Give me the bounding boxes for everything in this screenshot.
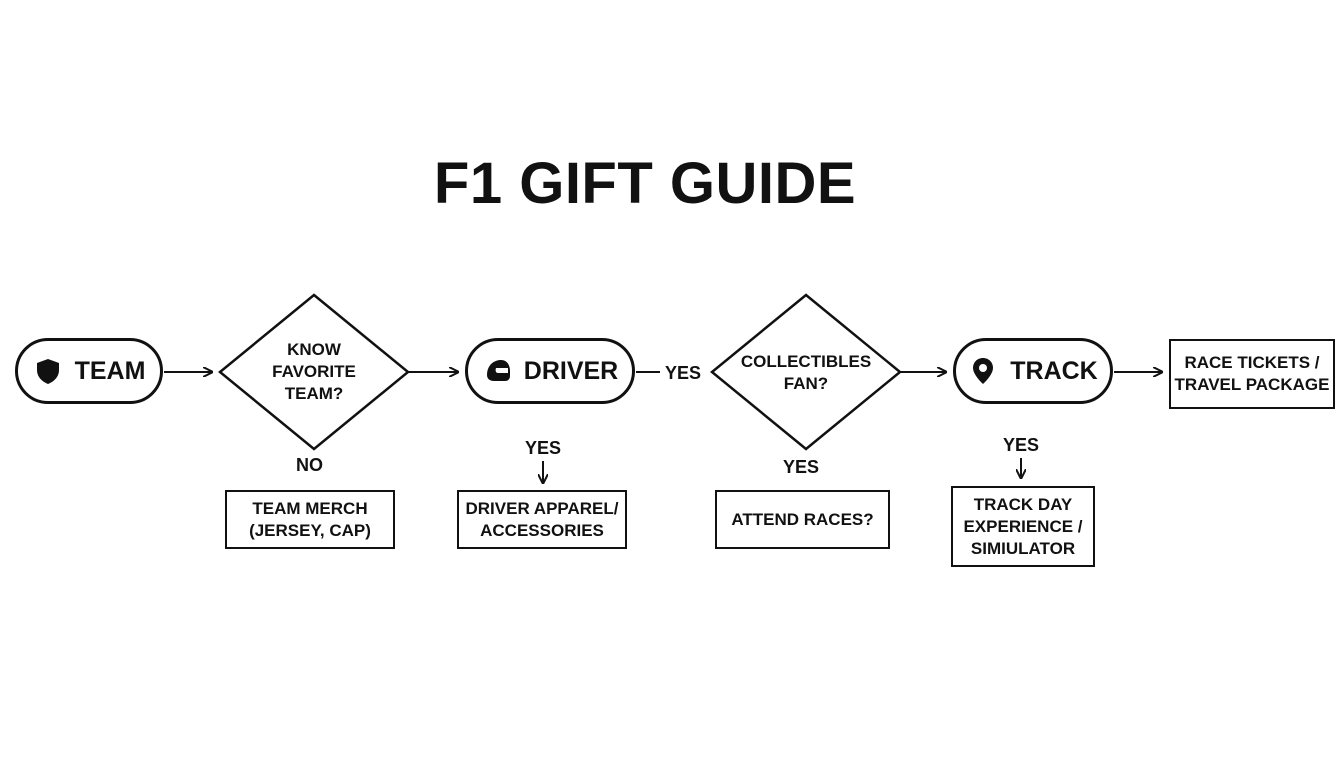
attend-races-box: ATTEND RACES? — [715, 490, 890, 549]
team-merch-box: TEAM MERCH (JERSEY, CAP) — [225, 490, 395, 549]
track-node-label: TRACK — [1010, 356, 1098, 385]
decision-diamond-favorite-team — [218, 293, 410, 451]
driver-node: DRIVER — [465, 338, 635, 404]
edge-label-yes-track: YES — [1003, 435, 1040, 455]
decision-diamond-collectibles — [710, 293, 902, 451]
track-node: TRACK — [953, 338, 1113, 404]
helmet-icon — [482, 356, 512, 386]
driver-apparel-box: DRIVER APPAREL/ ACCESSORIES — [457, 490, 627, 549]
edge-label-yes-driver: YES — [665, 363, 702, 383]
decision-favorite-team-text: KNOW FAVORITE TEAM? — [272, 340, 356, 403]
edge-label-yes-collectibles: YES — [783, 457, 820, 477]
page-title: F1 GIFT GUIDE — [433, 151, 857, 216]
shield-icon — [33, 356, 63, 386]
edge-label-no: NO — [296, 455, 323, 475]
decision-collectibles-text: COLLECTIBLES FAN? — [740, 352, 872, 393]
team-node: TEAM — [15, 338, 163, 404]
race-tickets-box: RACE TICKETS / TRAVEL PACKAGE — [1169, 339, 1335, 409]
team-node-label: TEAM — [74, 356, 146, 385]
track-day-box: TRACK DAY EXPERIENCE / SIMIULATOR — [951, 486, 1095, 567]
map-pin-icon — [968, 356, 998, 386]
edge-label-yes-driver-down: YES — [525, 438, 562, 458]
driver-node-label: DRIVER — [523, 356, 619, 385]
